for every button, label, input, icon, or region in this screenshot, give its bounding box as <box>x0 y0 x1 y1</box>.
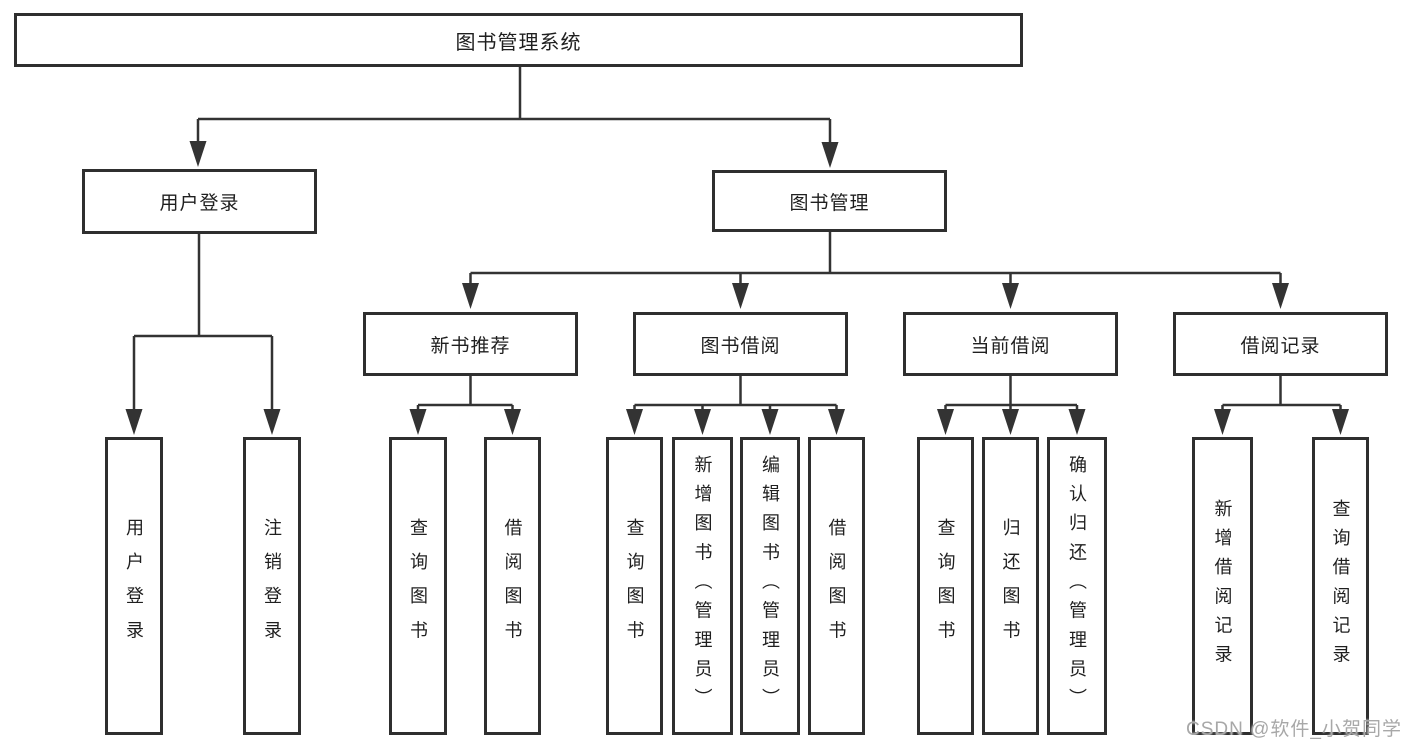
leaf-logout: 注销登录 <box>243 437 301 735</box>
leaf-confirm-return-admin: 确认归还（管理员） <box>1047 437 1107 735</box>
leaf-user-login: 用户登录 <box>105 437 163 735</box>
arrowhead-icons <box>125 141 1349 435</box>
node-new-book-recommendation: 新书推荐 <box>363 312 578 376</box>
leaf-return-books: 归还图书 <box>982 437 1039 735</box>
csdn-watermark: CSDN @软件_小贺同学 <box>1186 719 1402 740</box>
node-current-borrowing: 当前借阅 <box>903 312 1118 376</box>
leaf-add-books-admin: 新增图书（管理员） <box>672 437 733 735</box>
leaf-add-borrow-record: 新增借阅记录 <box>1192 437 1253 735</box>
node-library-management-system: 图书管理系统 <box>14 13 1023 67</box>
node-user-login: 用户登录 <box>82 169 317 234</box>
leaf-borrow-books: 借阅图书 <box>808 437 865 735</box>
leaf-borrow-books: 借阅图书 <box>484 437 541 735</box>
leaf-query-books: 查询图书 <box>389 437 447 735</box>
leaf-query-books: 查询图书 <box>917 437 974 735</box>
leaf-edit-books-admin: 编辑图书（管理员） <box>740 437 800 735</box>
leaf-query-borrow-record: 查询借阅记录 <box>1312 437 1369 735</box>
node-book-management: 图书管理 <box>712 170 947 232</box>
node-borrowing-records: 借阅记录 <box>1173 312 1388 376</box>
node-book-borrowing: 图书借阅 <box>633 312 848 376</box>
leaf-query-books: 查询图书 <box>606 437 663 735</box>
